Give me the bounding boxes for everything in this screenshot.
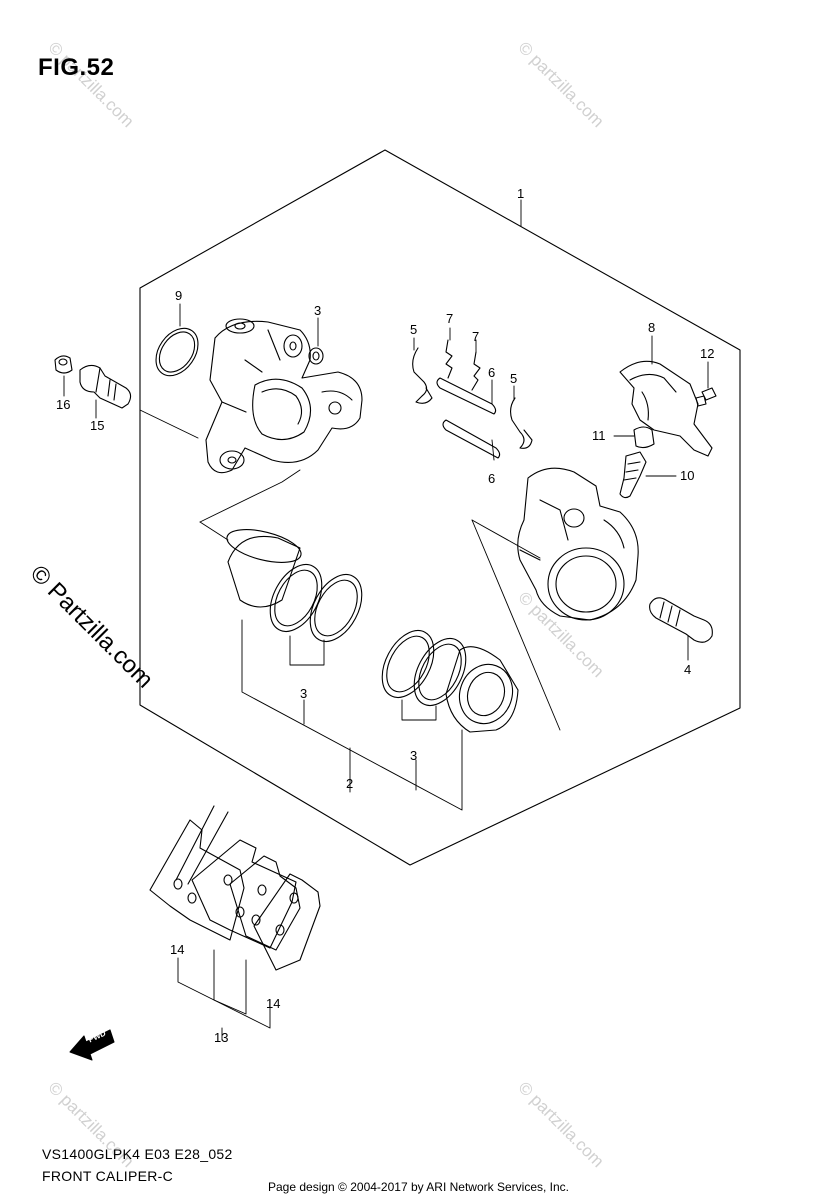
part-label-13: 13: [214, 1030, 229, 1045]
piston-left-part-2: [226, 529, 302, 608]
part-label-3-top: 3: [314, 303, 322, 318]
bleeder-valve-part-10: [619, 451, 647, 499]
assembly-frame: [139, 149, 741, 866]
pin-bolt-part-15: [79, 364, 132, 409]
part-label-9: 9: [175, 288, 183, 303]
seal-ring-right-2: [413, 638, 467, 706]
bleeder-cap-part-11: [633, 426, 655, 449]
figure-name: FRONT CALIPER-C: [42, 1168, 174, 1184]
part-label-14-right: 14: [266, 996, 281, 1011]
part-label-14-left: 14: [170, 942, 185, 957]
clip-part-7-right: [471, 351, 481, 391]
part-label-2: 2: [346, 776, 354, 791]
callout-leaders: [63, 199, 709, 661]
part-label-5-left: 5: [410, 322, 418, 337]
mounting-bolt-part-4: [649, 597, 713, 643]
part-label-7-left: 7: [446, 311, 454, 326]
figure-title: FIG.52: [38, 54, 115, 81]
part-label-12: 12: [700, 346, 715, 361]
clip-part-7-left: [445, 339, 453, 379]
part-label-1: 1: [517, 186, 525, 201]
part-label-7-right: 7: [472, 329, 480, 344]
part-label-3-left: 3: [300, 686, 308, 701]
seal-part-3-top: [308, 347, 324, 365]
part-label-11: 11: [592, 428, 606, 443]
caliper-right-half: [517, 467, 639, 621]
pad-callout-lines: [177, 949, 271, 1041]
spring-clip-part-5-left: [412, 347, 433, 404]
o-ring-part-9: [155, 327, 199, 377]
seal-ring-left-2: [309, 574, 363, 642]
assembly-guide-lines: [139, 409, 561, 811]
brake-pad-part-14-front: [253, 873, 321, 971]
screw-part-12: [695, 387, 717, 407]
copyright-notice: Page design © 2004-2017 by ARI Network S…: [268, 1180, 570, 1194]
spring-clip-part-5-right: [509, 397, 533, 449]
caliper-left-half: [205, 318, 363, 474]
part-label-16: 16: [56, 397, 71, 412]
seal-ring-left-1: [269, 564, 323, 632]
pad-pin-part-6-lower: [442, 419, 501, 459]
fwd-arrow-icon: [69, 1029, 115, 1061]
figure-code: VS1400GLPK4 E03 E28_052: [42, 1146, 233, 1162]
part-label-6-upper: 6: [488, 365, 496, 380]
part-label-10: 10: [680, 468, 695, 483]
part-label-6-lower: 6: [488, 471, 496, 486]
part-label-4: 4: [684, 662, 692, 677]
part-label-3-right: 3: [410, 748, 418, 763]
caliper-cover-part-8: [619, 360, 713, 457]
seal-ring-right-1: [381, 630, 435, 698]
part-label-5-right: 5: [510, 371, 518, 386]
part-label-8: 8: [648, 320, 656, 335]
bleeder-cap-part-16: [54, 355, 73, 374]
pad-pin-part-6-upper: [436, 377, 497, 415]
piston-right-part-2: [445, 646, 519, 733]
part-label-15: 15: [90, 418, 105, 433]
brake-pad-set-part-13: [149, 805, 301, 951]
